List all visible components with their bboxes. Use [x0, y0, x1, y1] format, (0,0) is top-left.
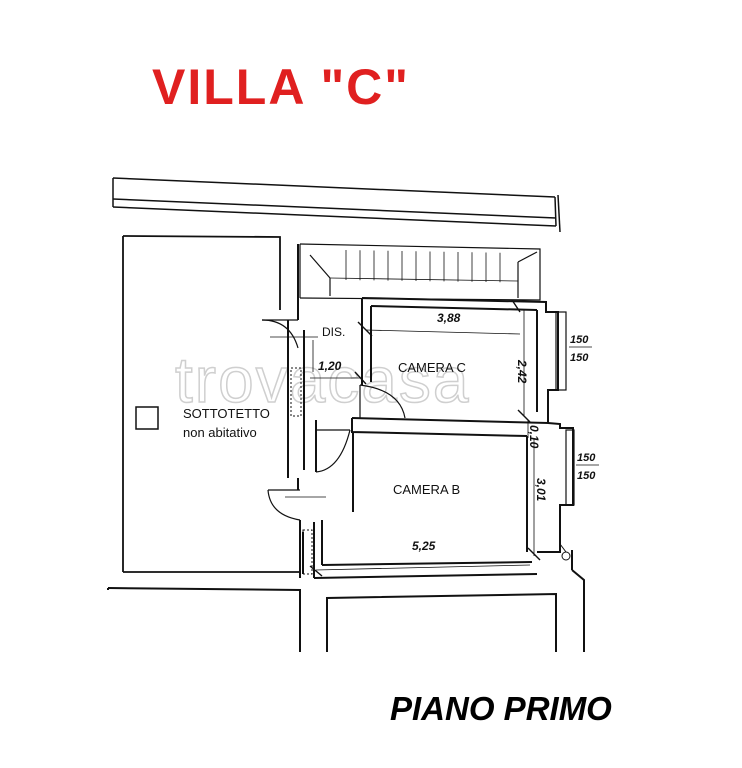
window-label-camera-b-bottom: 150: [577, 470, 596, 482]
floor-label: PIANO PRIMO: [390, 690, 612, 727]
room-label-camera-b: CAMERA B: [393, 482, 460, 497]
room-label-camera-c: CAMERA C: [398, 360, 466, 375]
window-label-camera-c-bottom: 150: [570, 352, 589, 364]
dimension-camera-b-width: 5,25: [412, 539, 436, 553]
windows: [555, 311, 575, 506]
window-label-camera-c-top: 150: [570, 334, 589, 346]
staircase: [299, 243, 541, 301]
plan-title: VILLA "C": [152, 59, 410, 115]
dimension-dis-width: 1,20: [318, 359, 342, 373]
dimension-lines: [309, 299, 541, 577]
dimension-camera-c-depth: 2,42: [515, 359, 529, 384]
doors: [261, 319, 406, 521]
closets: [290, 367, 313, 575]
window-label-camera-b-top: 150: [577, 452, 596, 464]
fixture-symbol: [559, 543, 571, 561]
walls: [107, 244, 585, 652]
chimney-square: [135, 406, 159, 430]
dimension-wall-gap: 0,10: [527, 425, 541, 449]
room-label-dis: DIS.: [322, 325, 345, 339]
room-label-sottotetto-note: non abitativo: [183, 425, 257, 440]
stair-treads: [345, 250, 501, 283]
dimension-camera-c-width: 3,88: [437, 311, 461, 325]
watermark: trovacasa: [175, 344, 470, 416]
sottotetto-outline: [122, 235, 300, 573]
room-label-sottotetto: SOTTOTETTO: [183, 406, 270, 421]
dimension-camera-b-depth: 3,01: [534, 478, 548, 502]
boundary-lines: [112, 177, 561, 233]
